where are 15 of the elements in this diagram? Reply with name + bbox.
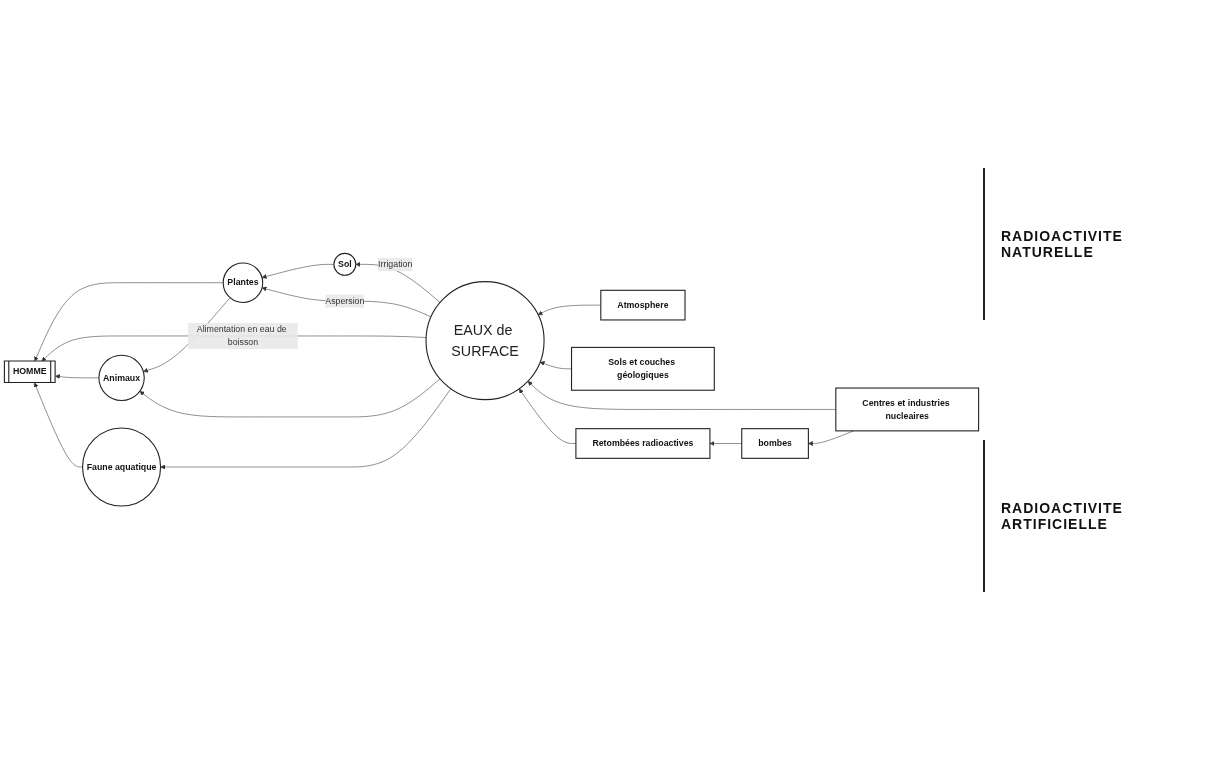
node-box: Centres et industries nucleaires (835, 387, 980, 432)
edge-label: Aspersion (325, 296, 365, 306)
node-circle: EAUX de SURFACE (425, 281, 545, 401)
node-box: Atmosphere (600, 290, 686, 321)
group-label: RADIOACTIVITE NATURELLE (983, 168, 1161, 320)
node-box: Sols et couches géologiques (571, 347, 715, 392)
node-circle: Faune aquatique (82, 427, 162, 507)
node-circle: Sol (333, 253, 357, 277)
node-box: Retombées radioactives (575, 428, 711, 460)
node-circle: Plantes (222, 262, 264, 304)
node-box: bombes (741, 428, 809, 460)
group-label: RADIOACTIVITE ARTIFICIELLE (983, 440, 1161, 592)
edge-label: Irrigation (378, 259, 413, 270)
edge-label: Alimentation en eau de boisson (196, 324, 287, 348)
node-circle: Animaux (98, 354, 145, 402)
